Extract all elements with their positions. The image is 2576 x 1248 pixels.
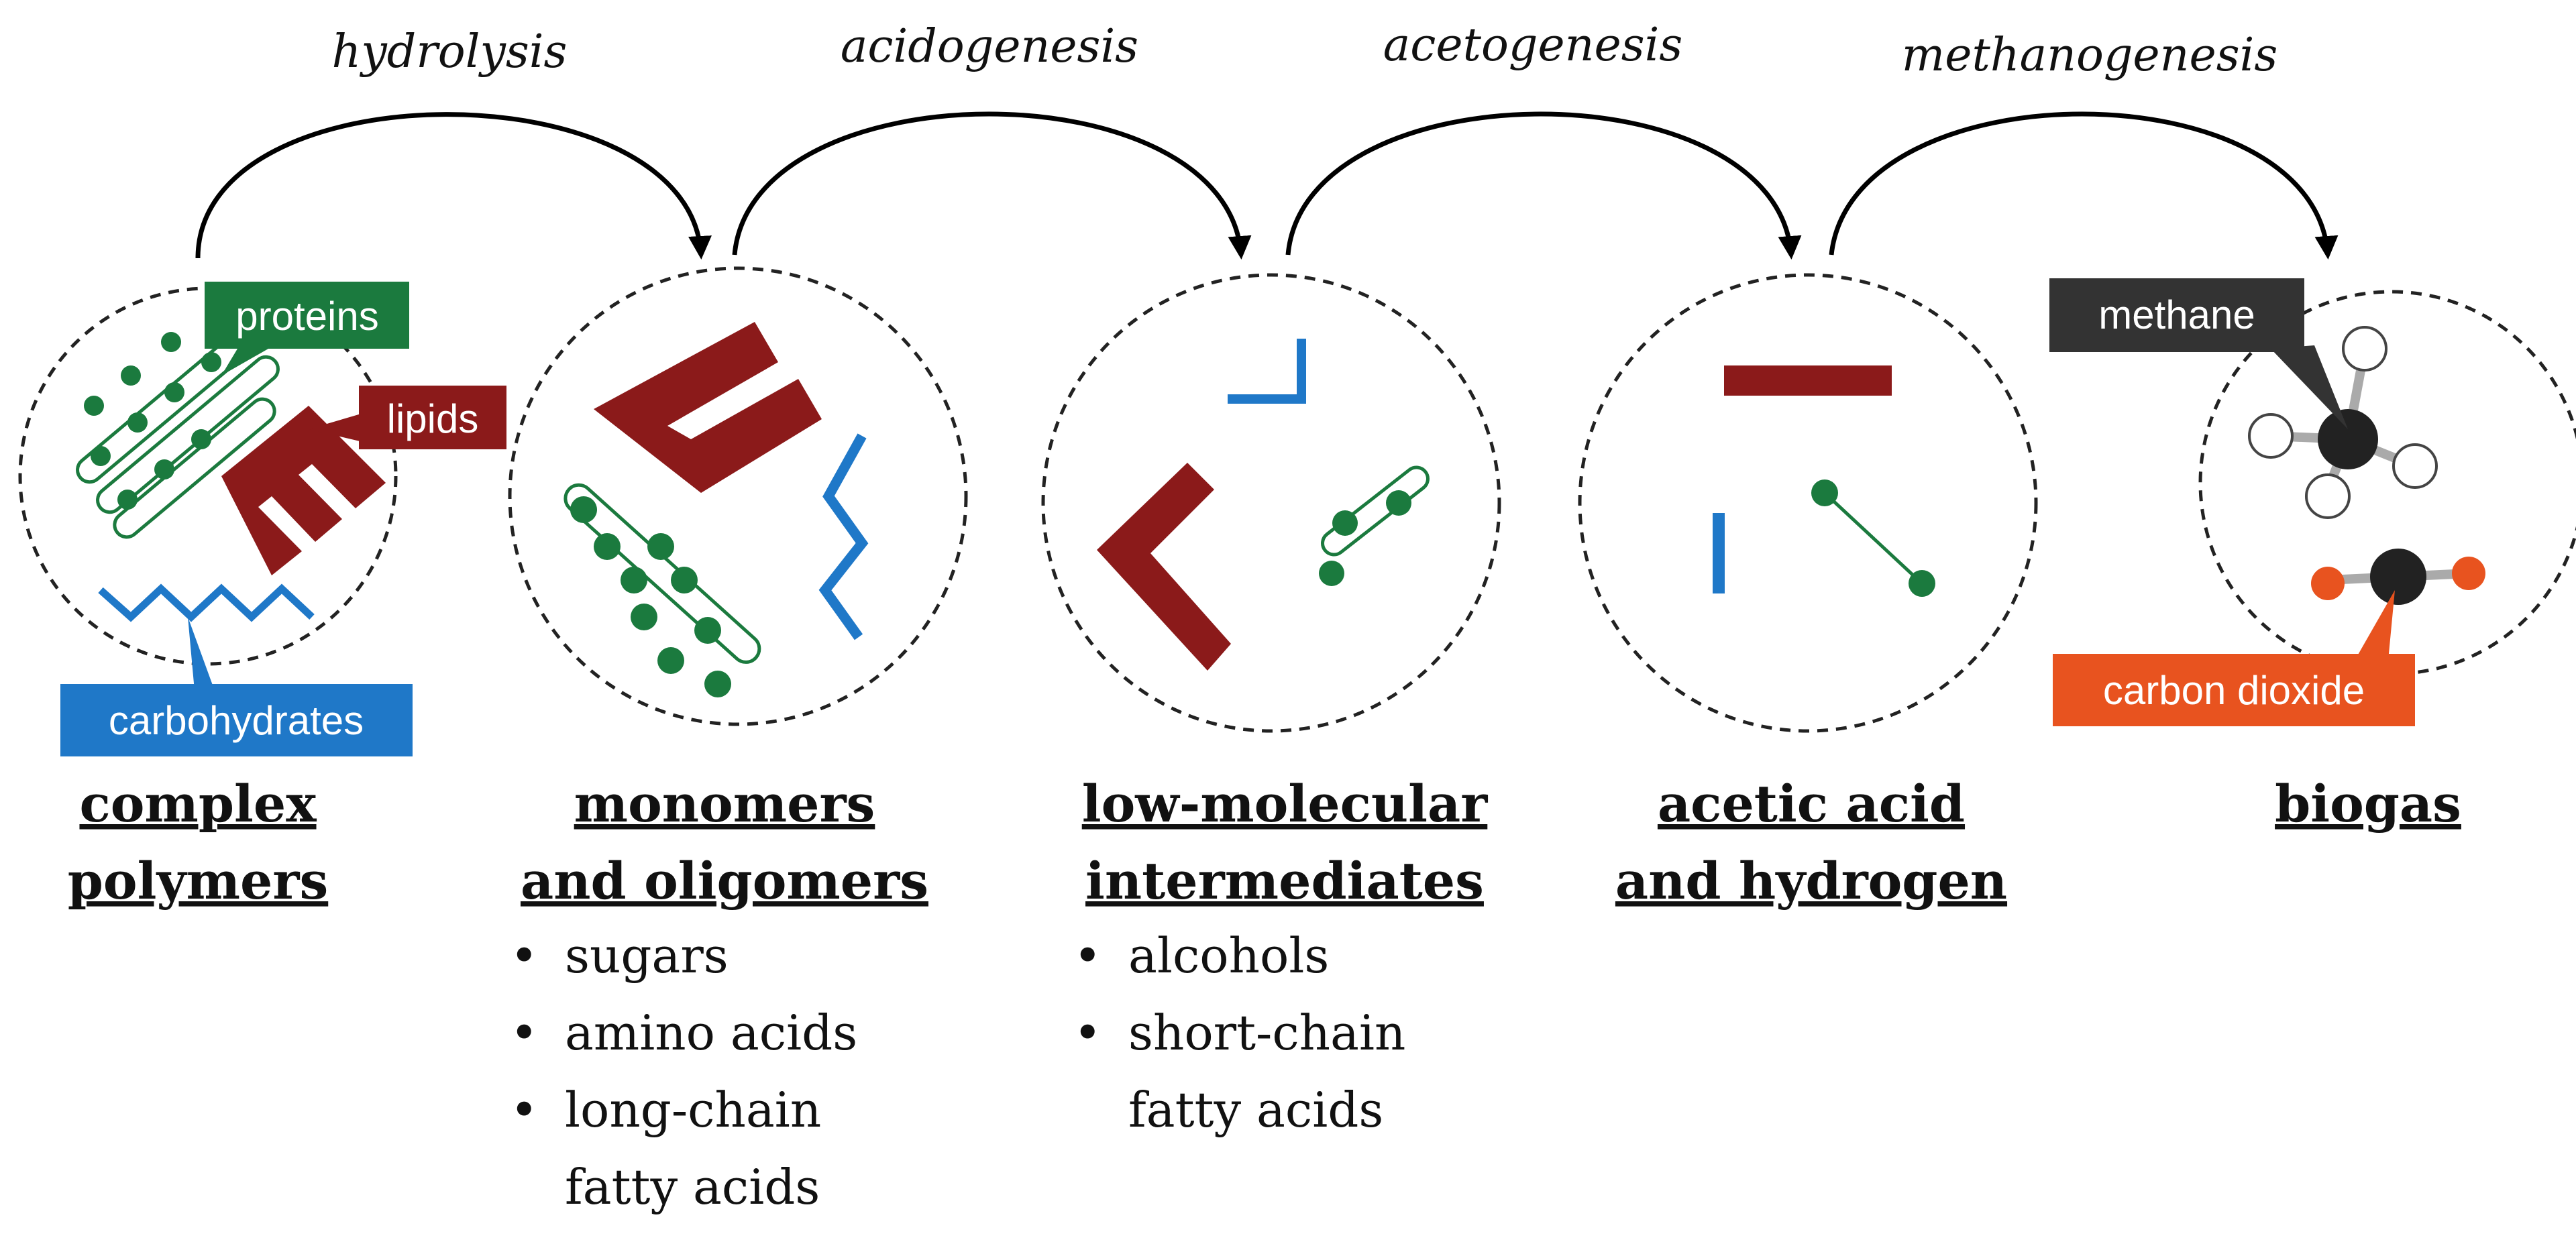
bullet-item-long-chain-cont: fatty acids	[565, 1159, 820, 1215]
methane-molecule-icon	[2248, 326, 2438, 519]
stage-title-line: intermediates	[1085, 851, 1484, 911]
carbon-dioxide-tag: carbon dioxide	[2053, 590, 2415, 726]
sugar-monomer-icon	[818, 433, 869, 640]
stage-title-line: biogas	[2275, 774, 2461, 834]
proteins-tag-label: proteins	[235, 294, 378, 339]
lipids-tag: lipids	[309, 386, 506, 449]
lipid-polymer-icon	[221, 406, 386, 575]
step-label-acetogenesis: acetogenesis	[1383, 19, 1682, 72]
stage-title-line: and hydrogen	[1615, 851, 2007, 911]
acidogenesis-arrow	[732, 111, 1252, 260]
carbon-dioxide-molecule-icon	[2311, 549, 2485, 605]
bullet-item-short-chain: short-chain	[1128, 1005, 1405, 1061]
carbohydrates-tag-label: carbohydrates	[109, 698, 364, 743]
protein-dots-icon	[84, 332, 221, 510]
short-chain-acid-icon	[1319, 465, 1430, 586]
stage-circle-intermediates	[1041, 273, 1501, 733]
step-label-hydrolysis: hydrolysis	[332, 25, 568, 78]
bullet-item-sugars: sugars	[565, 927, 729, 984]
two-carbon-chain-icon	[1811, 479, 1935, 597]
carbohydrate-polymer-icon	[98, 583, 315, 622]
hydrogen-fragment-icon	[1713, 513, 1725, 593]
hydrolysis-arrow	[195, 112, 712, 260]
step-label-acidogenesis: acidogenesis	[841, 20, 1138, 73]
lipid-monomer-icon	[594, 322, 822, 493]
stage-title-intermediates: low-molecular intermediates	[1082, 774, 1489, 911]
intermediates-bullet-list: • alcohols • short-chain fatty acids	[1073, 927, 1405, 1138]
lipids-tag-label: lipids	[387, 396, 479, 441]
bullet-marker: •	[1073, 927, 1102, 984]
stage-circle-acetic-acid	[1578, 273, 2038, 733]
small-carb-fragment-icon	[1228, 339, 1306, 404]
bullet-marker: •	[510, 1082, 538, 1138]
acetogenesis-arrow	[1285, 111, 1802, 260]
monomers-bullet-list: • sugars • amino acids • long-chain fatt…	[510, 927, 857, 1215]
methane-tag-label: methane	[2098, 292, 2255, 337]
stage-title-line: acetic acid	[1658, 774, 1965, 834]
stage-title-monomers: monomers and oligomers	[521, 774, 928, 911]
carbohydrates-tag: carbohydrates	[60, 617, 413, 756]
bullet-item-long-chain: long-chain	[565, 1082, 821, 1138]
methane-tag: methane	[2049, 278, 2348, 429]
protein-polymer-icon	[76, 325, 280, 539]
stage-title-complex-polymers: complex polymers	[68, 774, 328, 911]
lipid-fragment-icon	[1097, 463, 1231, 671]
bullet-marker: •	[510, 1005, 538, 1061]
methanogenesis-arrow	[1829, 111, 2339, 260]
bullet-item-amino-acids: amino acids	[565, 1005, 857, 1061]
stage-title-biogas: biogas	[2275, 774, 2461, 834]
bullet-marker: •	[1073, 1005, 1102, 1061]
stage-title-acetic-acid: acetic acid and hydrogen	[1615, 774, 2007, 911]
stage-title-line: complex	[79, 774, 317, 834]
bullet-marker: •	[510, 927, 538, 984]
stage-title-line: low-molecular	[1082, 774, 1489, 834]
proteins-tag: proteins	[205, 282, 409, 376]
acetic-acid-icon	[1724, 365, 1892, 396]
amino-acid-chain-icon	[564, 483, 761, 697]
stage-title-line: polymers	[68, 851, 328, 911]
stage-circle-monomers	[508, 266, 968, 726]
stage-title-line: monomers	[574, 774, 875, 834]
step-label-methanogenesis: methanogenesis	[1902, 29, 2277, 82]
bullet-item-alcohols: alcohols	[1128, 927, 1329, 984]
carbon-dioxide-tag-label: carbon dioxide	[2103, 668, 2365, 713]
bullet-item-short-chain-cont: fatty acids	[1128, 1082, 1383, 1138]
stage-title-line: and oligomers	[521, 851, 928, 911]
